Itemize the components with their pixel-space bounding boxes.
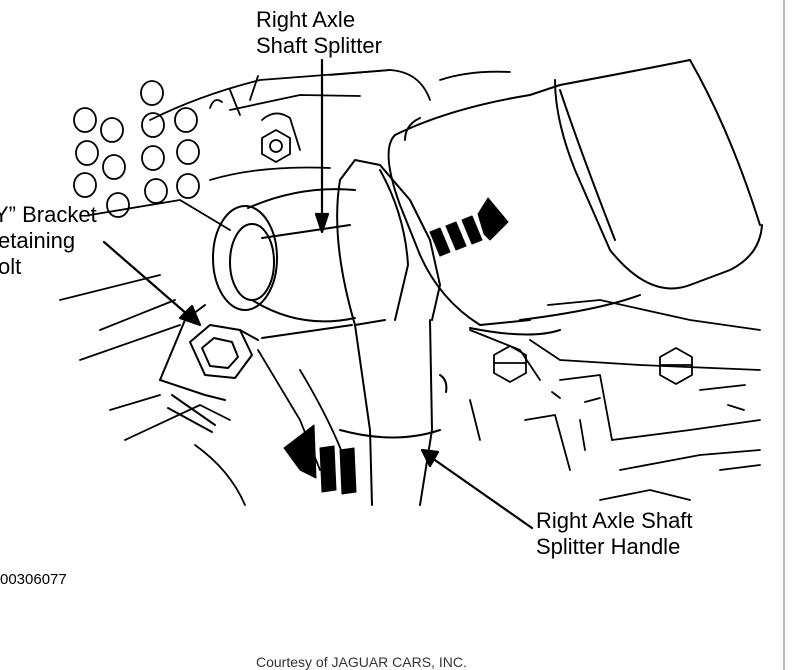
engine-casting — [59, 69, 761, 506]
label-y-bracket-line3: olt — [0, 254, 22, 279]
motion-arrow-left — [283, 424, 357, 495]
figure-id: 00306077 — [0, 571, 67, 588]
courtesy-credit: Courtesy of JAGUAR CARS, INC. — [256, 654, 467, 670]
output-housing — [387, 59, 763, 336]
page-border — [783, 0, 785, 670]
upper-bolt — [261, 129, 291, 163]
label-y-bracket-line1: Y” Bracket — [0, 202, 97, 227]
y-bracket — [159, 304, 259, 433]
splitter-collar — [336, 159, 441, 326]
leader-lines — [102, 58, 534, 530]
housing-bolts — [493, 345, 745, 411]
label-right-axle-shaft-splitter-line1: Right Axle — [256, 7, 356, 32]
casting-holes — [73, 80, 223, 218]
axle-shaft — [212, 188, 356, 339]
label-splitter-handle-line1: Right Axle Shaft — [536, 508, 693, 533]
label-splitter-handle-line2: Splitter Handle — [536, 534, 681, 559]
splitter-handle — [339, 319, 448, 506]
label-right-axle-shaft-splitter-line2: Shaft Splitter — [256, 33, 382, 58]
motion-arrow-right — [429, 197, 509, 257]
label-y-bracket-line2: etaining — [0, 228, 76, 253]
